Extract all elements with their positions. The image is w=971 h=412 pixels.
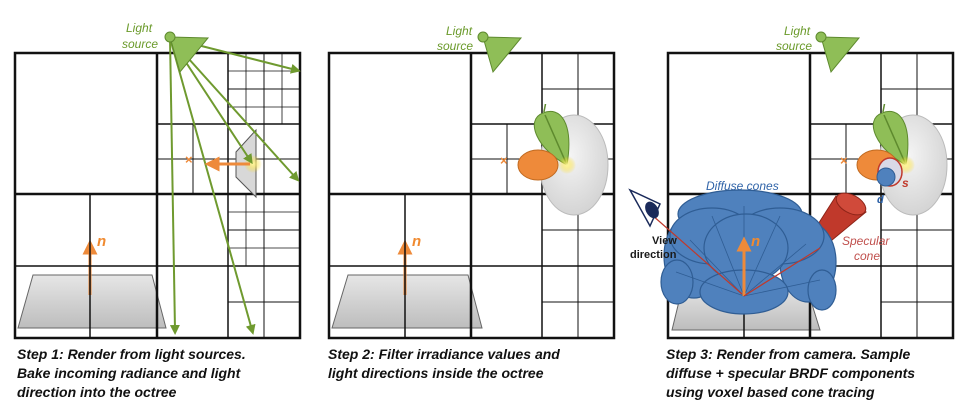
caption-step2: Step 2: Filter irradiance values and lig… (328, 345, 628, 383)
surface-plane (17, 274, 167, 329)
light-source-bulb (164, 31, 176, 43)
sample-glow (558, 156, 576, 174)
light-direction-vector (544, 114, 568, 166)
normal-label: n (97, 233, 106, 250)
normal-label: n (751, 233, 760, 250)
reflect-ray (743, 247, 821, 297)
light-source-label-1: Light (784, 24, 811, 38)
view-direction-label-1: View (652, 235, 677, 247)
s-label: s (902, 176, 909, 190)
light-source-label-1: Light (446, 24, 473, 38)
eye-icon (628, 188, 661, 228)
panel-step3: l s d × (628, 24, 955, 340)
caption-step3-line3: using voxel based cone tracing (666, 384, 875, 400)
light-source-label-2: source (776, 39, 812, 53)
surface-plane (331, 274, 483, 329)
voxel-marker: × (185, 152, 193, 167)
view-ray (651, 214, 743, 295)
irradiance-lobe (517, 149, 559, 181)
panel-step2: n l × Light sourc (327, 24, 616, 340)
light-source-bulb (477, 31, 489, 43)
light-direction-lobe (533, 111, 570, 166)
caption-step3: Step 3: Render from camera. Sample diffu… (666, 345, 966, 402)
panel-step1: n (13, 21, 302, 340)
l-label: l (882, 103, 886, 115)
caption-step1-line2: Bake incoming radiance and light (17, 365, 241, 381)
light-source-label-2: source (437, 39, 473, 53)
voxel-marker: × (500, 153, 508, 168)
octree-grid (327, 51, 616, 340)
normal-label: n (412, 233, 421, 250)
light-source-bulb (815, 31, 827, 43)
octree-grid (13, 51, 302, 340)
diffuse-cones-label: Diffuse cones (706, 179, 779, 193)
light-source-cone (482, 36, 523, 74)
caption-step1-line1: Step 1: Render from light sources. (17, 346, 246, 362)
light-direction-vector (883, 114, 907, 166)
specular-cone-label-2: cone (854, 249, 880, 263)
caption-step3-line1: Step 3: Render from camera. Sample (666, 346, 911, 362)
light-source-cone (820, 36, 861, 74)
light-rays (169, 37, 301, 335)
voxel-marker: × (840, 153, 848, 168)
specular-cone-label-1: Specular (842, 234, 890, 248)
d-label: d (877, 194, 884, 206)
light-source-cone (169, 36, 210, 74)
diffuse-sample-sphere (876, 167, 896, 187)
light-direction-lobe (872, 111, 909, 166)
light-source-label-1: Light (126, 21, 153, 35)
light-source-label-2: source (122, 37, 158, 51)
caption-step3-line2: diffuse + specular BRDF components (666, 365, 916, 381)
view-direction-label-2: direction (630, 249, 677, 261)
l-label: l (543, 103, 547, 115)
caption-step1-line3: direction into the octree (17, 384, 177, 400)
caption-step1: Step 1: Render from light sources. Bake … (17, 345, 317, 402)
caption-step2-line2: light directions inside the octree (328, 365, 544, 381)
caption-step2-line1: Step 2: Filter irradiance values and (328, 346, 560, 362)
